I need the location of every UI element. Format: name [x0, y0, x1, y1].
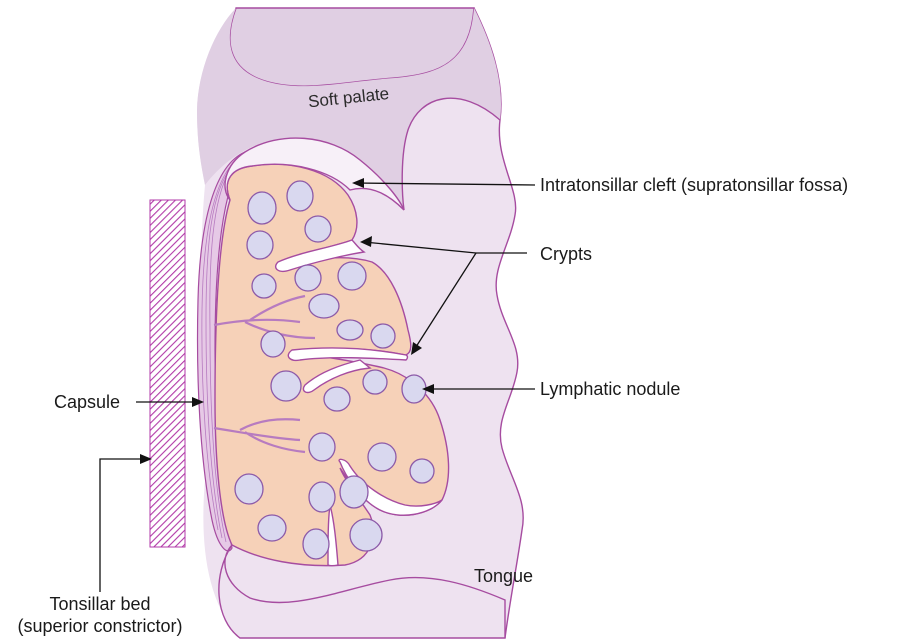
lymphatic-nodule-14	[363, 370, 387, 394]
lymphatic-nodule-10	[371, 324, 395, 348]
label-lymphatic-nodule: Lymphatic nodule	[540, 379, 680, 399]
lymphatic-nodule-7	[338, 262, 366, 290]
lymphatic-nodule-1	[248, 192, 276, 224]
lymphatic-nodule-2	[287, 181, 313, 211]
label-capsule: Capsule	[54, 392, 120, 412]
lymphatic-nodule-21	[340, 476, 368, 508]
lymphatic-nodule-5	[252, 274, 276, 298]
lymphatic-nodule-8	[309, 294, 339, 318]
lymphatic-nodule-6	[295, 265, 321, 291]
label-crypts: Crypts	[540, 244, 592, 264]
label-superior-constrictor: (superior constrictor)	[17, 616, 182, 636]
lymphatic-nodule-9	[337, 320, 363, 340]
lymphatic-nodule-11	[261, 331, 285, 357]
lymphatic-nodule-20	[309, 482, 335, 512]
lymphatic-nodule-16	[309, 433, 335, 461]
lymphatic-nodule-23	[303, 529, 329, 559]
lymphatic-nodule-18	[410, 459, 434, 483]
tonsillar-bed-muscle	[150, 200, 185, 547]
label-intratonsillar-cleft: Intratonsillar cleft (supratonsillar fos…	[540, 175, 848, 195]
lymphatic-nodule-17	[368, 443, 396, 471]
lymphatic-nodule-19	[235, 474, 263, 504]
label-tonsillar-bed: Tonsillar bed	[49, 594, 150, 614]
arrow-tonsillar-bed	[100, 459, 148, 592]
lymphatic-nodule-22	[258, 515, 286, 541]
lymphatic-nodule-4	[247, 231, 273, 259]
lymphatic-nodule-24	[350, 519, 382, 551]
lymphatic-nodule-13	[324, 387, 350, 411]
label-tongue: Tongue	[474, 566, 533, 586]
lymphatic-nodule-12	[271, 371, 301, 401]
lymphatic-nodule-3	[305, 216, 331, 242]
